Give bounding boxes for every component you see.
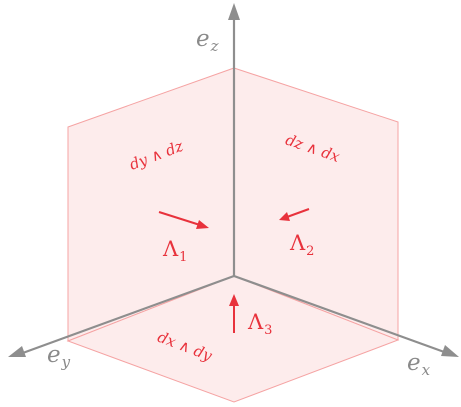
lambda-2-arrowhead [279,212,290,221]
axis-z-label: ez [196,26,219,55]
lambda-1-label: Λ1 [162,237,187,265]
lambda-1-arrowhead [196,220,209,229]
axis-z-arrowhead [228,3,240,20]
axis-y-label: ey [47,342,71,371]
lambda-2-arrow [286,208,310,218]
axis-x-arrowhead [441,345,459,357]
face-xy-plane [66,275,400,403]
axis-x-label: ex [407,350,431,379]
lambda-1-arrow [158,211,201,226]
axis-x-line [233,274,448,355]
lambda-3-label: Λ3 [247,310,272,338]
axis-y-arrowhead [8,346,26,357]
lambda-3-arrowhead [229,294,239,306]
axis-y-line [19,274,235,356]
lambda-2-label: Λ2 [289,231,314,259]
